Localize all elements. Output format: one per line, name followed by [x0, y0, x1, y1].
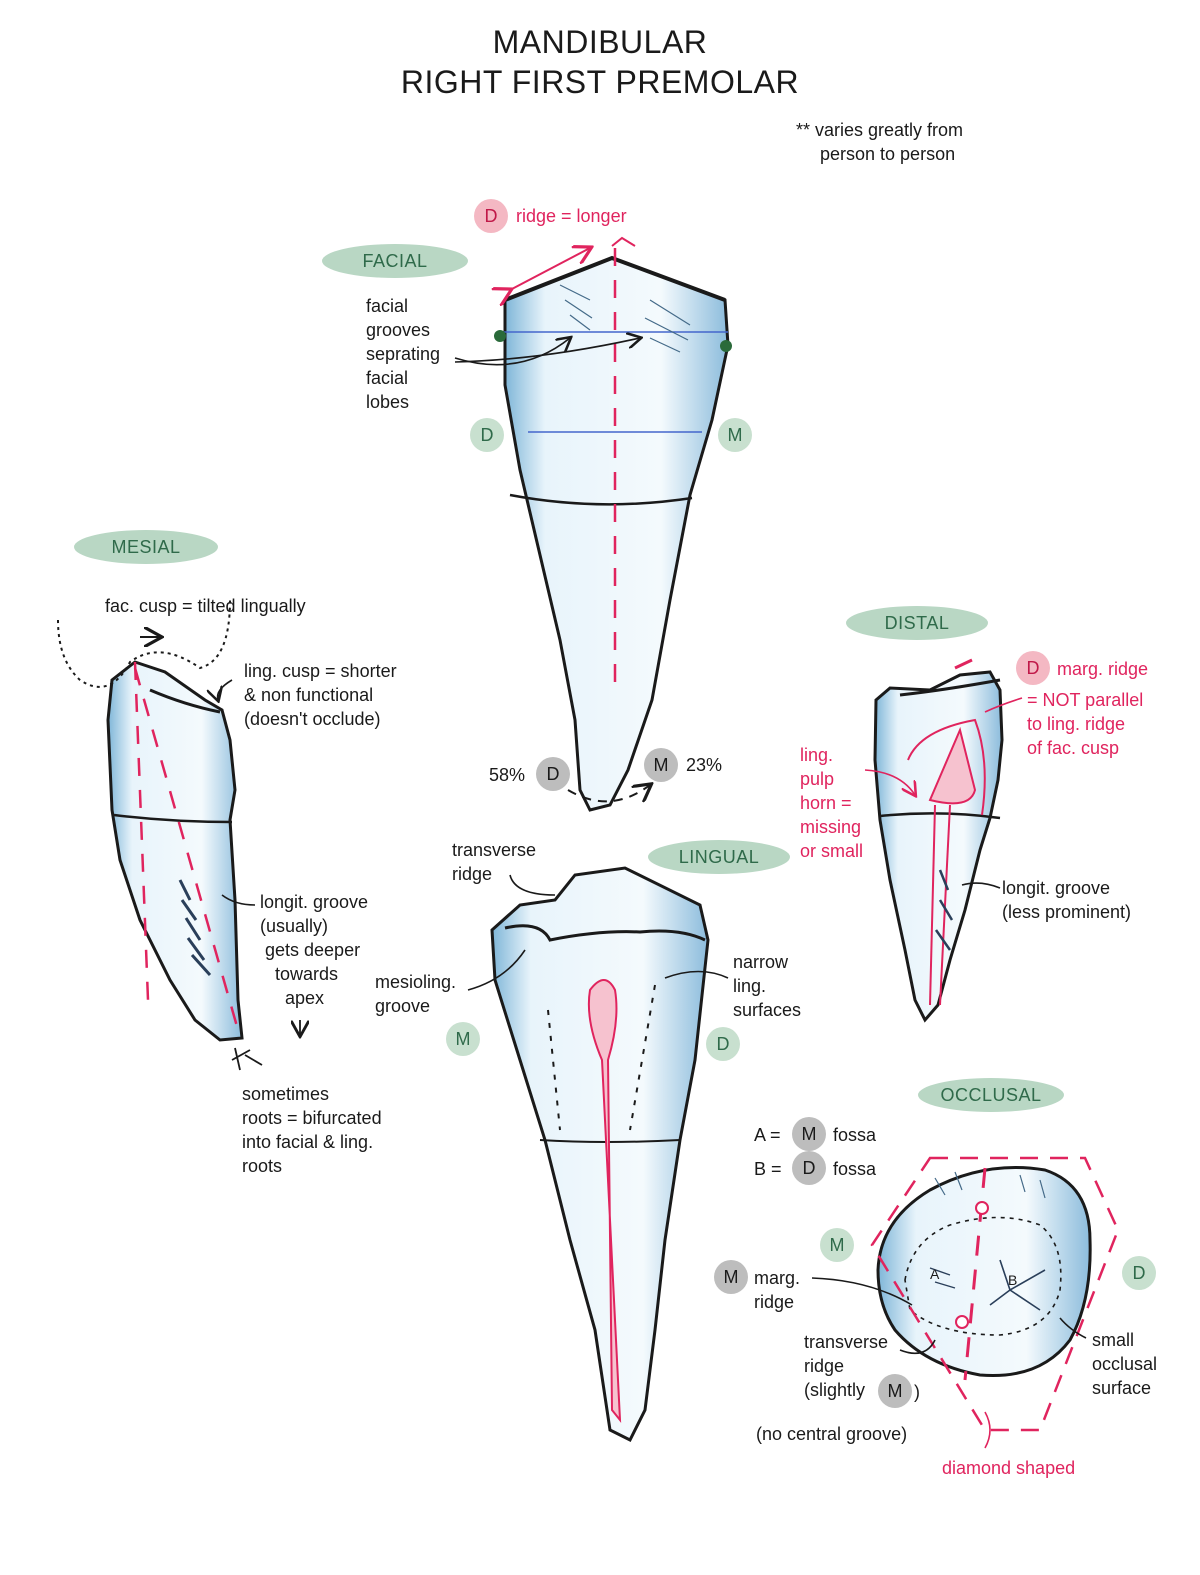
facial-grooves-note: facial grooves seprating facial lobes: [366, 296, 441, 412]
occlusal-marg-badge: M: [714, 1260, 748, 1294]
occlusal-b-suffix: fossa: [833, 1159, 877, 1179]
occlusal-a-suffix: fossa: [833, 1125, 877, 1145]
mesial-view-label: MESIAL: [74, 530, 218, 564]
facial-root-distal-badge: D: [536, 757, 570, 791]
lingual-view-label: LINGUAL: [648, 840, 790, 874]
facial-ridge-note: ridge = longer: [516, 206, 627, 226]
facial-side-distal: D: [470, 418, 504, 452]
facial-view-tooth: [454, 236, 732, 812]
occlusal-small-note: small occlusal surface: [1092, 1330, 1158, 1398]
occlusal-fossa-a-label: A: [930, 1266, 940, 1282]
lingual-side-distal: D: [706, 1027, 740, 1061]
occlusal-side-mesial: M: [820, 1228, 854, 1262]
occlusal-b-prefix: B =: [754, 1159, 782, 1179]
distal-parallel-note: = NOT parallel to ling. ridge of fac. cu…: [1027, 690, 1144, 758]
occlusal-transverse-close: ): [914, 1382, 920, 1402]
distal-pulp-note: ling. pulp horn = missing or small: [800, 745, 864, 861]
lingual-view-tooth: [467, 866, 729, 1443]
occlusal-no-groove-note: (no central groove): [756, 1424, 908, 1444]
lingual-narrow-note: narrow ling. surfaces: [733, 952, 802, 1020]
facial-root-mesial-badge: M: [644, 748, 678, 782]
occlusal-fossa-b-label: B: [1008, 1272, 1018, 1288]
occlusal-b-badge: D: [792, 1151, 826, 1185]
lingual-side-mesial: M: [446, 1022, 480, 1056]
mesial-fac-cusp-note: fac. cusp = tilted lingually: [105, 596, 306, 616]
distal-view-label: DISTAL: [846, 606, 988, 640]
mesial-view-tooth: [57, 599, 300, 1071]
occlusal-side-distal: D: [1122, 1256, 1156, 1290]
occlusal-view-tooth: [811, 1156, 1120, 1449]
mesial-ling-cusp-note: ling. cusp = shorter & non functional (d…: [244, 661, 397, 729]
occlusal-diamond-note: diamond shaped: [942, 1458, 1076, 1478]
page-title-line2: RIGHT FIRST PREMOLAR: [400, 64, 800, 100]
mesial-roots-note: sometimes roots = bifurcated into facial…: [242, 1084, 382, 1176]
variation-note-line2: person to person: [820, 144, 956, 164]
distal-badge: D: [1016, 651, 1050, 685]
facial-distal-badge: D: [474, 199, 508, 233]
occlusal-a-badge: M: [792, 1117, 826, 1151]
facial-side-mesial: M: [718, 418, 752, 452]
mesial-groove-note: longit. groove (usually) gets deeper tow…: [260, 892, 369, 1008]
occlusal-transverse-badge: M: [878, 1374, 912, 1408]
page-title-line1: MANDIBULAR: [492, 24, 708, 60]
facial-percent-mesial: 23%: [686, 755, 723, 775]
occlusal-marg-note: marg. ridge: [754, 1268, 801, 1312]
distal-view-tooth: [864, 658, 1023, 1023]
occlusal-a-prefix: A =: [754, 1125, 781, 1145]
occlusal-transverse-note: transverse ridge (slightly: [804, 1332, 889, 1400]
distal-groove-note: longit. groove (less prominent): [1002, 878, 1132, 922]
lingual-transverse-note: transverse ridge: [452, 840, 537, 884]
facial-view-label: FACIAL: [322, 244, 468, 278]
facial-percent-distal: 58%: [489, 765, 526, 785]
occlusal-view-label: OCCLUSAL: [918, 1078, 1064, 1112]
distal-marg-ridge-note: marg. ridge: [1057, 659, 1149, 679]
variation-note-line1: ** varies greatly from: [796, 120, 964, 140]
lingual-mesioling-note: mesioling. groove: [375, 972, 457, 1016]
